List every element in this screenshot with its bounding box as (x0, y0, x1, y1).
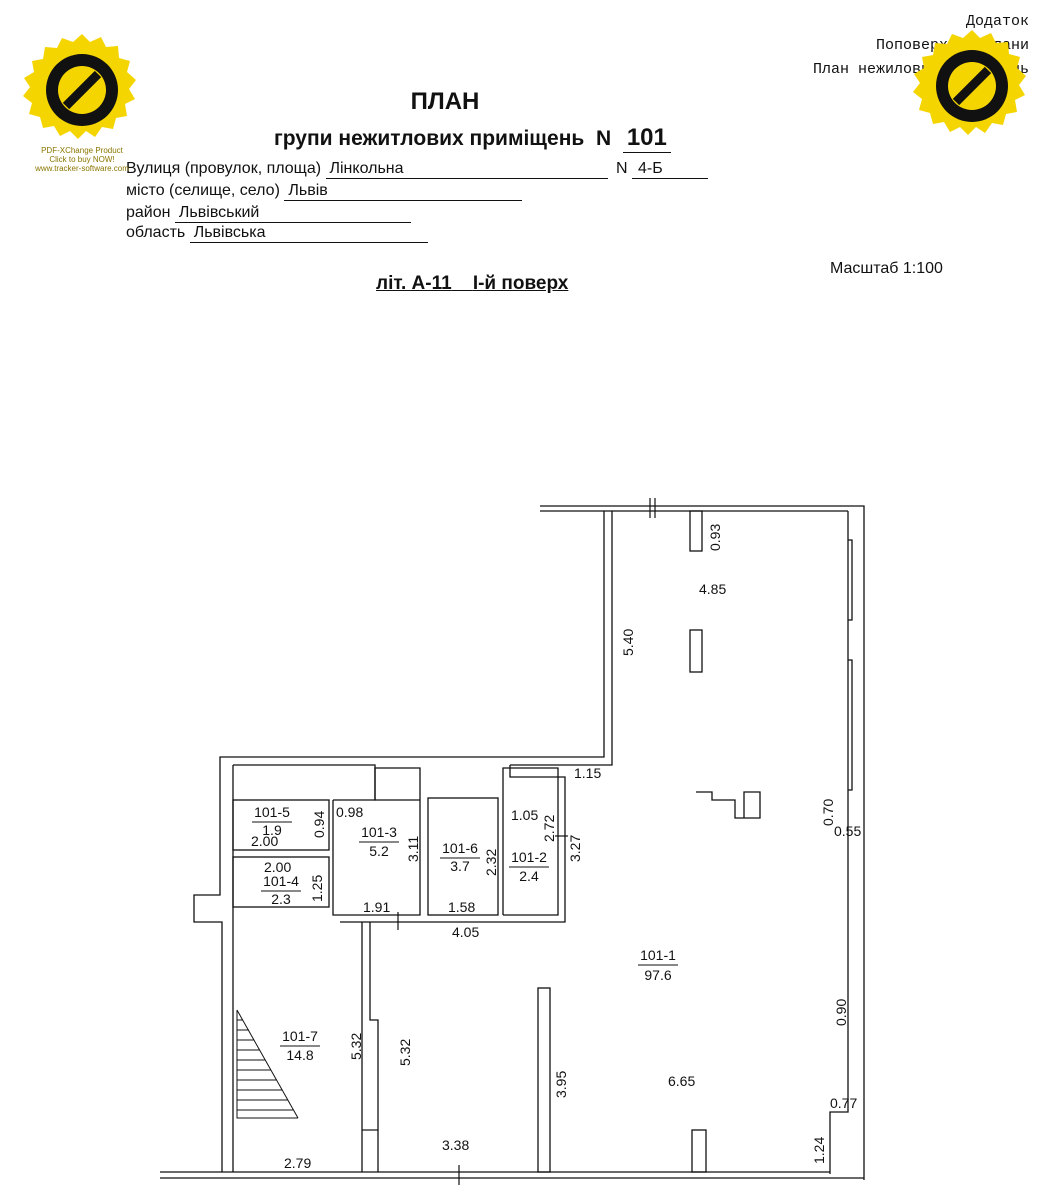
dim-3-27: 3.27 (567, 835, 583, 862)
room-101-6-id: 101-6 (442, 840, 478, 856)
watermark-line1: PDF-XChange Product (41, 146, 123, 155)
dim-0-70: 0.70 (820, 799, 836, 826)
dim-5-40: 5.40 (620, 629, 636, 656)
watermark-badge-right[interactable] (912, 28, 1032, 148)
page-subtitle: групи нежитлових приміщень N 101 (274, 124, 671, 153)
door-marks (362, 498, 656, 1185)
region-row: область Львівська (126, 224, 428, 243)
watermark-line2: Click to buy NOW! (49, 155, 115, 164)
room-101-6-area: 3.7 (450, 858, 470, 874)
room-101-2-id: 101-2 (511, 849, 547, 865)
dim-4-05: 4.05 (452, 924, 479, 940)
dim-0-93: 0.93 (707, 524, 723, 551)
house-label: N (615, 160, 628, 177)
region-value: Львівська (189, 224, 428, 243)
dim-0-98: 0.98 (336, 804, 363, 820)
dim-2-72: 2.72 (541, 815, 557, 842)
room-labels: 101-5 1.9 101-4 2.3 101-3 5.2 101-6 3.7 … (252, 804, 678, 1063)
city-value: Львів (284, 182, 523, 201)
scale-label: Масштаб 1:100 (830, 260, 943, 277)
street-value: Лінкольна (325, 160, 608, 179)
city-label: місто (селище, село) (126, 182, 280, 199)
room-101-7-area: 14.8 (286, 1047, 313, 1063)
dim-2-00-b: 2.00 (264, 859, 291, 875)
dim-2-32: 2.32 (483, 849, 499, 876)
staircase (236, 1009, 299, 1119)
room-101-4-id: 101-4 (263, 873, 299, 889)
subtitle-text: групи нежитлових приміщень (274, 127, 585, 150)
dim-2-00-a: 2.00 (251, 833, 278, 849)
section-litera: літ. А-11 (376, 273, 452, 294)
group-number: 101 (622, 124, 671, 153)
dim-1-58: 1.58 (448, 899, 475, 915)
dim-0-77: 0.77 (830, 1095, 857, 1111)
watermark-caption-left: PDF-XChange Product Click to buy NOW! ww… (34, 146, 130, 173)
walls (160, 505, 865, 1180)
room-101-1-id: 101-1 (640, 947, 676, 963)
dim-3-95: 3.95 (553, 1071, 569, 1098)
street-label: Вулиця (провулок, площа) (126, 160, 322, 177)
header-appendix: Додаток (965, 13, 1029, 30)
section-heading: літ. А-11 І-й поверх (376, 273, 568, 295)
room-101-3-area: 5.2 (369, 843, 389, 859)
room-101-5-area: 1.9 (262, 822, 282, 838)
dim-1-15: 1.15 (574, 765, 601, 781)
dim-2-79: 2.79 (284, 1155, 311, 1171)
dim-0-55: 0.55 (834, 823, 861, 839)
dim-1-91: 1.91 (363, 899, 390, 915)
dim-1-25: 1.25 (309, 875, 325, 902)
room-101-5-id: 101-5 (254, 804, 290, 820)
dim-5-32-b: 5.32 (397, 1039, 413, 1066)
dim-5-32-a: 5.32 (348, 1033, 364, 1060)
dim-3-11: 3.11 (405, 836, 421, 862)
dim-0-94: 0.94 (311, 811, 327, 838)
region-label: область (126, 224, 186, 241)
dim-1-24: 1.24 (811, 1137, 827, 1164)
room-101-1-area: 97.6 (644, 967, 671, 983)
page-title: ПЛАН (410, 88, 480, 115)
district-row: район Львівський (126, 204, 411, 223)
house-value: 4-Б (631, 160, 708, 179)
watermark-seal-icon (23, 34, 136, 139)
district-value: Львівський (174, 204, 411, 223)
city-row: місто (селище, село) Львів (126, 182, 523, 201)
dim-4-85: 4.85 (699, 581, 726, 597)
district-label: район (126, 204, 171, 221)
dim-3-38: 3.38 (442, 1137, 469, 1153)
dim-1-05: 1.05 (511, 807, 538, 823)
watermark-line3: www.tracker-software.com (35, 164, 129, 173)
dim-6-65: 6.65 (668, 1073, 695, 1089)
watermark-badge-left[interactable] (22, 32, 142, 152)
room-101-3-id: 101-3 (361, 824, 397, 840)
dim-0-90: 0.90 (833, 999, 849, 1026)
street-row: Вулиця (провулок, площа) Лінкольна N 4-Б (126, 160, 708, 179)
room-101-2-area: 2.4 (519, 868, 539, 884)
watermark-seal-icon (913, 30, 1026, 135)
section-floor: І-й поверх (472, 273, 569, 294)
room-101-4-area: 2.3 (271, 891, 291, 907)
number-label: N (595, 127, 612, 150)
room-101-7-id: 101-7 (282, 1028, 318, 1044)
dimension-labels: 0.93 4.85 5.40 1.15 0.70 0.55 0.98 0.94 … (251, 524, 861, 1171)
